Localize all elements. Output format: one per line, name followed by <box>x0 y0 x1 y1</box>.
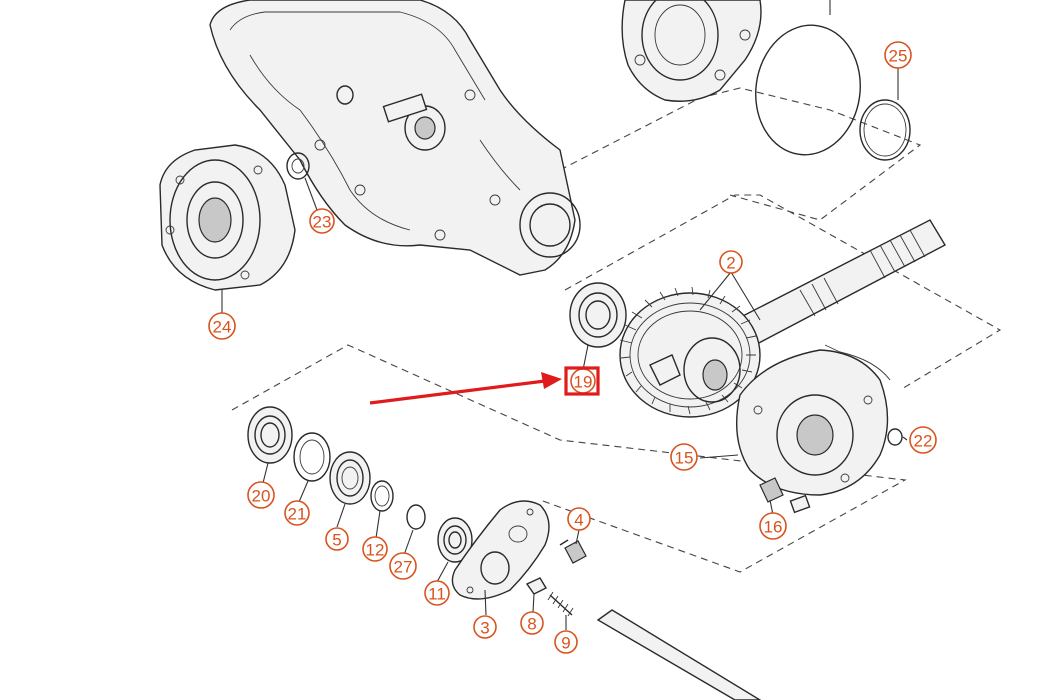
differential-cover-15 <box>735 344 891 496</box>
ring-12 <box>370 480 394 512</box>
callout-11-label: 11 <box>428 585 446 604</box>
leader-lines <box>221 0 908 630</box>
callout-2-label: 2 <box>726 254 735 273</box>
ring-25 <box>859 99 911 161</box>
callout-22-label: 22 <box>914 432 933 451</box>
callout-23-label: 23 <box>313 213 332 232</box>
callout-25[interactable]: 25 <box>884 41 912 69</box>
callout-12[interactable]: 12 <box>362 536 388 562</box>
callout-15[interactable]: 15 <box>670 443 698 471</box>
callout-11[interactable]: 11 <box>424 580 450 606</box>
highlight-arrow-shaft <box>369 379 546 405</box>
callout-9-label: 9 <box>561 634 570 653</box>
callout-8-label: 8 <box>527 615 536 634</box>
callout-3-label: 3 <box>480 619 489 638</box>
callout-8[interactable]: 8 <box>520 611 544 635</box>
callout-27[interactable]: 27 <box>389 552 417 580</box>
seal-23 <box>286 152 310 180</box>
ring-21 <box>293 432 331 482</box>
transmission-housing-left <box>209 0 581 276</box>
callout-16-label: 16 <box>764 518 783 537</box>
plate-3 <box>451 500 550 600</box>
callout-5[interactable]: 5 <box>325 527 349 551</box>
middle-group-outline <box>564 194 1002 391</box>
callout-5-label: 5 <box>332 531 341 550</box>
callout-2[interactable]: 2 <box>719 250 743 274</box>
callout-24[interactable]: 24 <box>208 312 236 340</box>
highlight-arrow-head <box>541 372 562 389</box>
callout-labels: 2 3 4 5 8 9 11 12 <box>208 41 937 654</box>
lower-group-outline <box>231 344 907 573</box>
callout-19-label: 19 <box>574 373 593 392</box>
callout-19[interactable]: 19 <box>564 366 600 396</box>
callout-16[interactable]: 16 <box>759 512 787 540</box>
bolt-4 <box>559 539 587 564</box>
bearing-11 <box>437 517 473 563</box>
callout-24-label: 24 <box>213 318 232 337</box>
pin-8 <box>525 577 547 595</box>
callout-12-label: 12 <box>366 541 385 560</box>
output-shaft <box>733 219 946 346</box>
callout-20-label: 20 <box>252 487 271 506</box>
callout-21-label: 21 <box>288 505 307 524</box>
bearing-19 <box>569 282 627 348</box>
callout-15-label: 15 <box>675 449 694 468</box>
ring-22 <box>887 428 903 446</box>
callout-23[interactable]: 23 <box>309 208 335 234</box>
selector-shaft <box>596 609 762 700</box>
callout-27-label: 27 <box>394 558 413 577</box>
bearing-20 <box>247 406 293 464</box>
callout-9[interactable]: 9 <box>554 630 578 654</box>
seal-5 <box>329 451 371 505</box>
callout-3[interactable]: 3 <box>473 615 497 639</box>
large-o-ring <box>755 24 861 156</box>
callout-22[interactable]: 22 <box>909 426 937 454</box>
callout-25-label: 25 <box>889 47 908 66</box>
part-16 <box>759 477 811 514</box>
callout-4[interactable]: 4 <box>567 507 591 531</box>
callout-19-highlight-box <box>564 366 600 396</box>
ring-gear-2 <box>619 286 761 418</box>
callout-20[interactable]: 20 <box>247 481 275 509</box>
upper-group-outline <box>559 87 922 221</box>
transmission-housing-right <box>621 0 762 102</box>
callout-4-label: 4 <box>574 511 583 530</box>
callout-21[interactable]: 21 <box>284 500 310 526</box>
highlight-arrow <box>369 372 562 405</box>
ring-27 <box>406 504 426 530</box>
bearing-flange-24 <box>159 144 296 291</box>
spring-9 <box>547 591 574 617</box>
